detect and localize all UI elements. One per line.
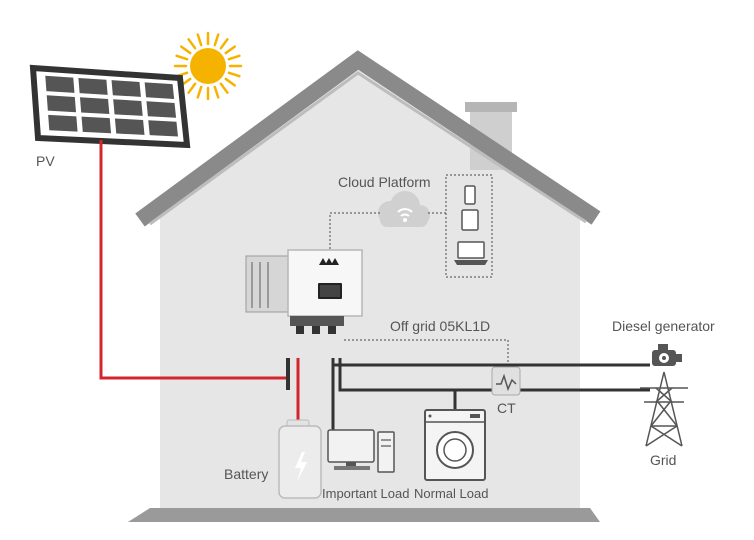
ct-link — [344, 339, 509, 362]
devices-box — [445, 174, 493, 278]
ct-label: CT — [497, 400, 516, 416]
inverter-icon — [245, 249, 363, 334]
diesel-generator-label: Diesel generator — [612, 318, 715, 334]
cloud-platform-label: Cloud Platform — [338, 174, 431, 190]
transmission-tower-icon — [640, 371, 688, 447]
battery-label: Battery — [224, 466, 268, 482]
washing-machine-icon — [424, 409, 486, 481]
roof — [135, 50, 601, 227]
ground — [128, 508, 600, 522]
important-load-label: Important Load — [322, 486, 409, 501]
load-bus-grid — [338, 358, 650, 392]
computer-icon — [327, 429, 395, 473]
house — [128, 50, 601, 522]
laptop-icon — [454, 241, 488, 265]
inverter-model-label: Off grid 05KL1D — [390, 318, 490, 334]
pv-cable — [99, 140, 288, 380]
sun-icon — [173, 31, 243, 101]
normal-load-label: Normal Load — [414, 486, 488, 501]
tablet-icon — [461, 209, 479, 231]
battery-icon — [278, 419, 322, 499]
diesel-generator-icon — [652, 344, 682, 366]
solar-panel-icon — [29, 64, 191, 149]
phone-icon — [464, 185, 476, 205]
cloud-link — [329, 212, 380, 250]
grid-label: Grid — [650, 452, 676, 468]
cloud-wifi-icon — [378, 191, 430, 227]
pv-label: PV — [36, 153, 55, 169]
ct-icon — [491, 366, 521, 396]
